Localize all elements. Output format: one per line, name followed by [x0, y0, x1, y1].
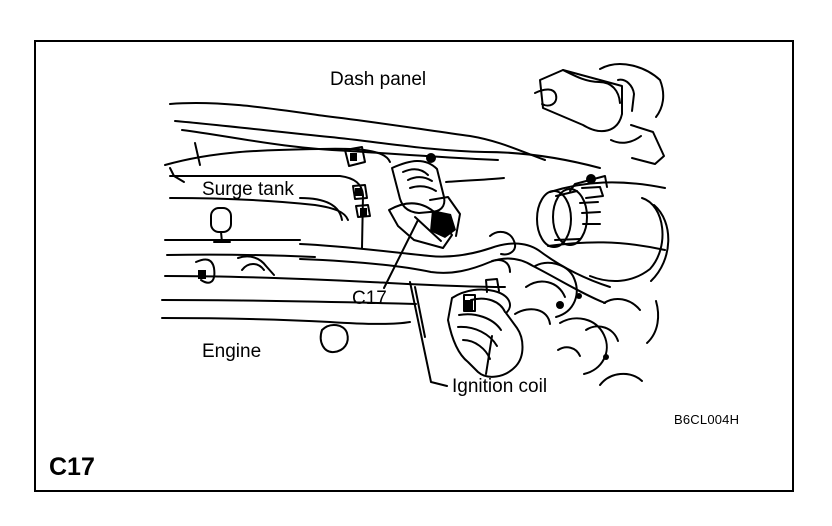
figure-code: B6CL004H	[674, 412, 740, 427]
top-right-component	[539, 69, 623, 133]
wire-harness	[299, 242, 611, 288]
vacuum-fitting	[210, 207, 232, 233]
c17-connector	[388, 202, 453, 249]
c17-leader-line	[383, 219, 419, 289]
page-code: C17	[49, 453, 95, 481]
ignition-coil	[447, 288, 524, 378]
c17-label: C17	[352, 288, 387, 309]
air-cleaner-duct	[549, 181, 666, 193]
dash-panel-label: Dash panel	[330, 69, 427, 90]
engine-label: Engine	[202, 341, 262, 362]
figure-frame	[34, 40, 794, 492]
intake-hose	[391, 160, 446, 214]
surge-tank-label: Surge tank	[202, 179, 294, 200]
ignition-coil-leader-line	[485, 335, 493, 375]
ignition-coil-label: Ignition coil	[452, 376, 548, 397]
dash-panel-outline	[169, 102, 546, 161]
engine-outline	[161, 317, 411, 325]
